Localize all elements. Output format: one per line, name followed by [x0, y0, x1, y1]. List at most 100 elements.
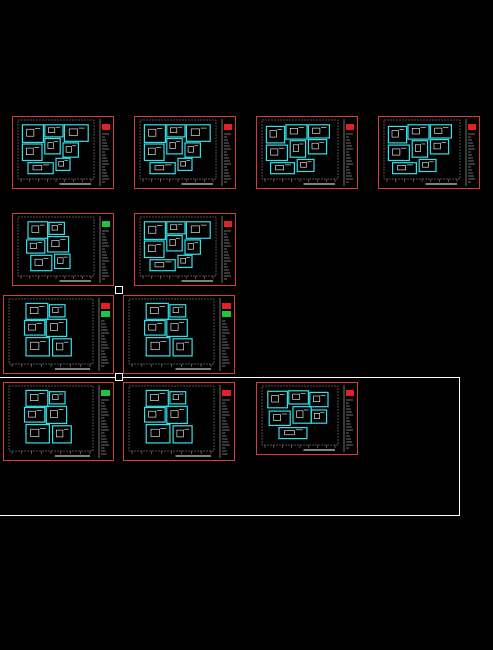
- furniture: [187, 243, 194, 250]
- furniture: [433, 142, 441, 150]
- furniture: [275, 165, 284, 171]
- furniture: [422, 162, 429, 168]
- furniture: [170, 323, 179, 331]
- room-wall: [55, 157, 71, 171]
- room-wall: [145, 389, 169, 407]
- drawing-sheet[interactable]: [3, 295, 114, 374]
- room-wall: [23, 406, 46, 423]
- title-block-stamp: [468, 124, 476, 130]
- drawing-sheet[interactable]: [134, 213, 236, 286]
- room-wall: [166, 221, 186, 235]
- room-wall: [307, 124, 331, 139]
- room-wall: [30, 254, 53, 272]
- title-block-stamp: [102, 221, 110, 227]
- furniture: [271, 395, 279, 403]
- room-wall: [21, 124, 44, 144]
- furniture: [28, 410, 36, 418]
- title-block-stamp: [222, 390, 231, 396]
- furniture: [148, 323, 157, 331]
- room-wall: [267, 390, 289, 409]
- title-block-stamp: [224, 124, 232, 130]
- furniture: [55, 429, 64, 438]
- room-wall: [265, 144, 288, 162]
- furniture: [47, 142, 54, 149]
- room-wall: [144, 319, 166, 336]
- grip-square-icon[interactable]: [115, 373, 123, 381]
- room-wall: [265, 125, 286, 144]
- room-wall: [411, 140, 429, 158]
- room-wall: [63, 124, 89, 142]
- room-wall: [53, 253, 71, 270]
- room-wall: [27, 221, 49, 239]
- furniture: [180, 160, 186, 167]
- furniture: [187, 146, 194, 153]
- title-block-stamp: [101, 311, 110, 317]
- room-wall: [45, 318, 68, 337]
- selection-window[interactable]: [0, 377, 460, 516]
- furniture: [148, 244, 156, 253]
- floor-plan-thumbnail: [8, 298, 110, 371]
- room-wall: [51, 425, 72, 444]
- floor-plan-thumbnail: [139, 119, 232, 186]
- drawing-sheet[interactable]: [378, 116, 480, 189]
- furniture: [313, 412, 320, 419]
- furniture: [311, 142, 319, 150]
- floor-plan-thumbnail: [17, 119, 110, 186]
- drawing-sheet[interactable]: [123, 295, 235, 374]
- furniture: [292, 393, 300, 400]
- furniture: [170, 410, 179, 418]
- furniture: [391, 130, 399, 138]
- drawing-sheet[interactable]: [3, 382, 114, 461]
- floor-plan-thumbnail: [261, 385, 354, 452]
- room-wall: [26, 239, 46, 254]
- room-wall: [145, 302, 169, 320]
- room-wall: [407, 124, 430, 140]
- room-wall: [48, 391, 66, 405]
- furniture: [50, 410, 58, 418]
- furniture: [397, 165, 406, 171]
- drawing-sheet[interactable]: [123, 382, 235, 461]
- drawing-sheet[interactable]: [256, 116, 358, 189]
- furniture: [32, 165, 43, 171]
- furniture: [172, 307, 179, 313]
- furniture: [434, 127, 443, 134]
- drawing-sheet[interactable]: [256, 382, 358, 455]
- room-wall: [149, 259, 176, 272]
- furniture: [284, 430, 295, 436]
- furniture: [154, 165, 165, 171]
- room-wall: [285, 124, 308, 140]
- furniture: [150, 428, 160, 437]
- furniture: [190, 225, 200, 233]
- dimension-frame: [128, 298, 215, 365]
- room-wall: [278, 426, 308, 440]
- grip-square-icon[interactable]: [115, 286, 123, 294]
- furniture: [414, 144, 421, 152]
- room-wall: [25, 302, 49, 320]
- furniture: [289, 128, 298, 135]
- drawing-sheet[interactable]: [12, 116, 114, 189]
- room-wall: [288, 390, 309, 405]
- floor-plan-thumbnail: [8, 385, 110, 458]
- furniture: [269, 130, 277, 138]
- furniture: [169, 239, 176, 246]
- furniture: [30, 428, 40, 437]
- furniture: [150, 307, 159, 314]
- furniture: [270, 148, 279, 156]
- dimension-frame: [8, 298, 94, 365]
- drawing-sheet[interactable]: [134, 116, 236, 189]
- room-wall: [45, 405, 68, 424]
- furniture: [312, 127, 321, 134]
- room-wall: [169, 391, 187, 405]
- floor-plan-thumbnail: [383, 119, 476, 186]
- furniture: [29, 242, 37, 249]
- drawing-sheet[interactable]: [12, 213, 114, 286]
- room-wall: [48, 304, 66, 318]
- furniture: [28, 323, 36, 331]
- furniture: [68, 128, 78, 136]
- furniture: [30, 341, 40, 350]
- furniture: [392, 148, 401, 156]
- furniture: [176, 429, 184, 438]
- room-wall: [44, 137, 61, 155]
- furniture: [180, 257, 186, 264]
